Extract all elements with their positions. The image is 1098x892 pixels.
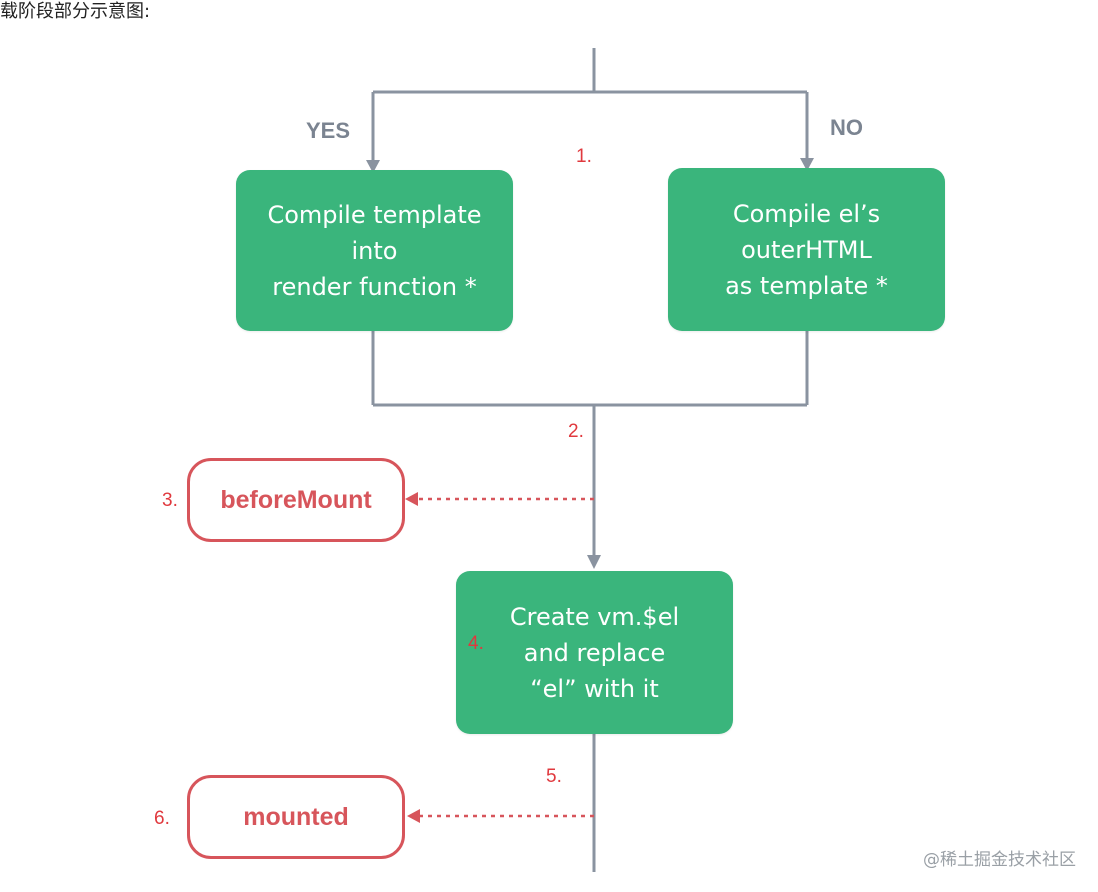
compile-template-box: Compile template into render function * xyxy=(236,170,513,331)
watermark: @稀土掘金技术社区 xyxy=(923,850,1076,870)
step-6-marker: 6. xyxy=(154,808,170,829)
mounted-hook: mounted xyxy=(187,775,405,859)
step-1-marker: 1. xyxy=(576,146,592,167)
step-2-marker: 2. xyxy=(568,421,584,442)
no-arrowhead xyxy=(800,158,814,171)
before-mount-label: beforeMount xyxy=(220,485,372,514)
mounted-arrowhead xyxy=(407,809,420,823)
yes-branch-label: YES xyxy=(306,118,351,143)
before-mount-hook: beforeMount xyxy=(187,458,405,542)
step-3-marker: 3. xyxy=(162,490,178,511)
create-el-box: Create vm.$el and replace “el” with it xyxy=(456,571,733,734)
step-5-marker: 5. xyxy=(546,766,562,787)
no-branch-label: NO xyxy=(830,115,863,140)
compile-template-text: Compile template into render function * xyxy=(267,200,482,301)
create-arrowhead xyxy=(587,555,601,569)
yes-arrowhead xyxy=(366,160,380,173)
step-4-marker: 4. xyxy=(468,633,484,654)
create-el-text: Create vm.$el and replace “el” with it xyxy=(509,602,680,703)
before-mount-arrowhead xyxy=(405,492,418,506)
compile-el-text: Compile el’s outerHTML as template * xyxy=(725,199,888,300)
compile-el-box: Compile el’s outerHTML as template * xyxy=(668,168,945,331)
mounted-label: mounted xyxy=(243,802,349,831)
page-caption: 载阶段部分示意图: xyxy=(0,1,151,22)
